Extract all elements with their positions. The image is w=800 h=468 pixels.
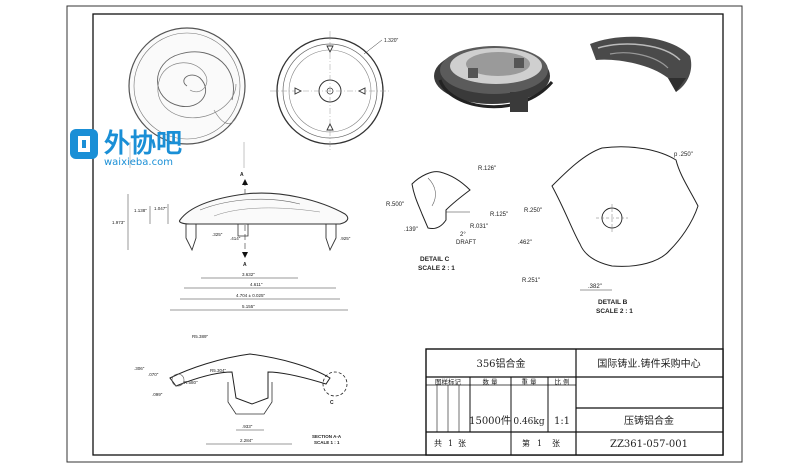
- dim-1320: 1.320": [384, 38, 399, 44]
- quantity-value: 15000件: [469, 415, 511, 427]
- detail-b-title: DETAIL B: [598, 299, 628, 306]
- weight-value: 0.46kg: [513, 417, 544, 427]
- dim-462: .462": [518, 240, 532, 246]
- top-view-spiral: [128, 27, 246, 168]
- detail-c-scale: SCALE 2 : 1: [418, 265, 455, 272]
- sheet-no-prefix: 第: [522, 438, 530, 448]
- outer-border: [66, 5, 743, 463]
- dim-p250: p .250": [674, 152, 693, 158]
- dim-r125: R.125": [490, 212, 508, 218]
- detail-b-scale: SCALE 2 : 1: [596, 308, 633, 315]
- section-mark-bottom: A: [243, 262, 247, 268]
- dim-306: .306": [134, 366, 145, 371]
- dim-933: .933": [242, 424, 253, 429]
- detail-c-title: DETAIL C: [420, 256, 450, 263]
- top-view-underside: 1.320": [270, 31, 399, 151]
- dim-r500: R.500": [386, 202, 404, 208]
- ratio-value: 1:1: [554, 416, 570, 427]
- dim-3632: 3.632": [242, 272, 255, 277]
- dim-r5304: R5.304": [210, 368, 227, 373]
- section-a-a: C R5.389" R5.304" R.580" .306" .070" .09…: [134, 334, 348, 445]
- detail-c-mark: C: [330, 400, 334, 406]
- dim-5155: 5.155": [242, 304, 255, 309]
- draft-angle: 2°: [460, 232, 466, 238]
- material-label: 356铝合金: [476, 357, 525, 370]
- inner-border: [92, 13, 724, 456]
- section-scale: SCALE 1 : 1: [314, 440, 340, 445]
- dim-099: .099": [152, 392, 163, 397]
- dim-r5389: R5.389": [192, 334, 209, 339]
- sheet-no-num: 1: [537, 439, 542, 448]
- sheet-no-suffix: 张: [552, 439, 560, 448]
- header-weight: 重 量: [521, 378, 537, 386]
- detail-b: p .250" R.250" .462" R.251" .382" DETAIL…: [518, 146, 699, 315]
- brand-name: 外协吧: [104, 129, 182, 159]
- dim-r251: R.251": [522, 278, 540, 284]
- dim-2284: 2.284": [240, 438, 253, 443]
- dim-1138: 1.138": [134, 208, 147, 213]
- detail-c: R.126" R.500" R.125" R.031" .139" 2° DRA…: [386, 166, 508, 272]
- drawing-number: ZZ361-057-001: [610, 439, 688, 450]
- side-view: A A 1.973" 1.138" 1.047" .325" .414" .92…: [112, 172, 351, 311]
- sheet-total-suffix: 张: [458, 439, 466, 448]
- dim-414: .414": [230, 236, 241, 241]
- dim-4611: 4.611": [250, 282, 263, 287]
- header-quantity: 数 量: [482, 377, 498, 386]
- process-label: 压铸铝合金: [624, 414, 674, 427]
- section-mark-top: A: [240, 172, 244, 178]
- title-block: 356铝合金 国际铸业.铸件采购中心 图样标记 数 量 重 量 比 例 1500…: [425, 348, 724, 456]
- dim-4704: 4.704 ± 0.025": [236, 293, 265, 298]
- dim-325: .325": [212, 232, 223, 237]
- header-drawing-mark: 图样标记: [435, 377, 462, 386]
- section-title: SECTION A-A: [312, 434, 342, 439]
- dim-925: .925": [340, 236, 351, 241]
- dim-139: .139": [404, 227, 418, 233]
- iso-view-dome: [434, 46, 554, 112]
- sheet-total-prefix: 共: [434, 439, 442, 448]
- brand-url: waixieba.com: [104, 157, 173, 168]
- header-ratio: 比 例: [554, 377, 569, 386]
- dim-r126: R.126": [478, 166, 496, 172]
- sheet-total-num: 1: [448, 439, 453, 448]
- dim-382: .382": [588, 284, 602, 290]
- organization-label: 国际铸业.铸件采购中心: [597, 357, 700, 370]
- draft-label: DRAFT: [456, 240, 476, 246]
- watermark-logo: 外协吧 waixieba.com: [70, 129, 182, 168]
- dim-1047: 1.047": [154, 206, 167, 211]
- dim-r250: R.250": [524, 208, 542, 214]
- dim-r031: R.031": [470, 224, 488, 230]
- dim-070: .070": [148, 372, 159, 377]
- dim-1973: 1.973": [112, 220, 125, 225]
- iso-view-section: [590, 36, 692, 92]
- dim-r580: R.580": [184, 380, 198, 385]
